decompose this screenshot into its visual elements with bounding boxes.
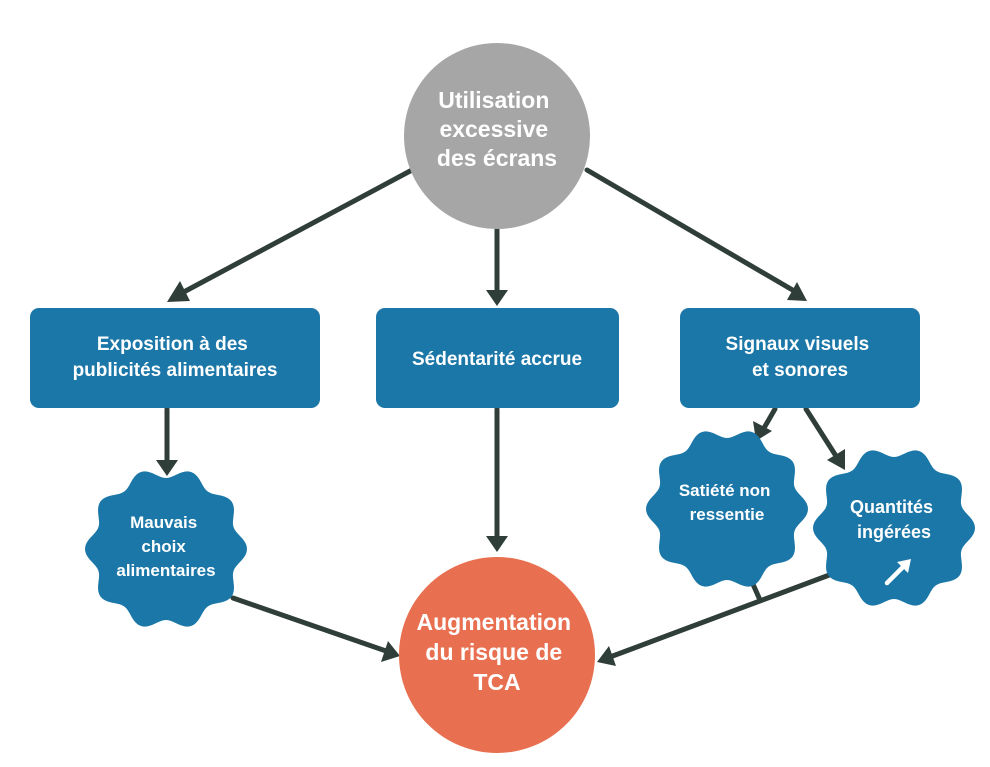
edge-sedentary-to-outcome [486,406,508,552]
edge-source-to-sedentary [486,225,508,306]
bad-choices-node: Mauvais choix alimentaires [85,471,247,627]
arrow-up-right-icon [884,559,911,586]
source-node-text: Utilisation excessive des écrans [437,87,557,171]
ads-node: Exposition à des publicités alimentaires [30,308,320,408]
outcome-node: Augmentation du risque de TCA [399,557,595,753]
signals-node: Signaux visuels et sonores [680,308,920,408]
quantities-node: Quantités ingérées [813,450,975,606]
edge-quantities-to-outcome [597,571,835,666]
edge-source-to-signals [584,167,807,301]
edge-source-to-ads [167,167,415,302]
edge-signals-to-quantities [803,406,845,470]
edge-ads-to-bad-choices [156,406,178,476]
source-node: Utilisation excessive des écrans [404,43,590,229]
sedentary-node-text: Sédentarité accrue [412,349,582,370]
bad-choices-node-text: Mauvais choix alimentaires [116,513,215,580]
edge-bad-choices-to-outcome [230,595,400,662]
edges [156,167,845,666]
outcome-node-text: Augmentation du risque de TCA [417,609,578,695]
satiety-node-text: Satiété non ressentie [679,481,775,524]
sedentary-node: Sédentarité accrue [376,308,619,408]
signals-node-text: Signaux visuels et sonores [726,334,875,381]
satiety-node: Satiété non ressentie [646,431,808,587]
ads-node-text: Exposition à des publicités alimentaires [73,334,278,381]
quantities-node-text: Quantités ingérées [850,497,938,542]
